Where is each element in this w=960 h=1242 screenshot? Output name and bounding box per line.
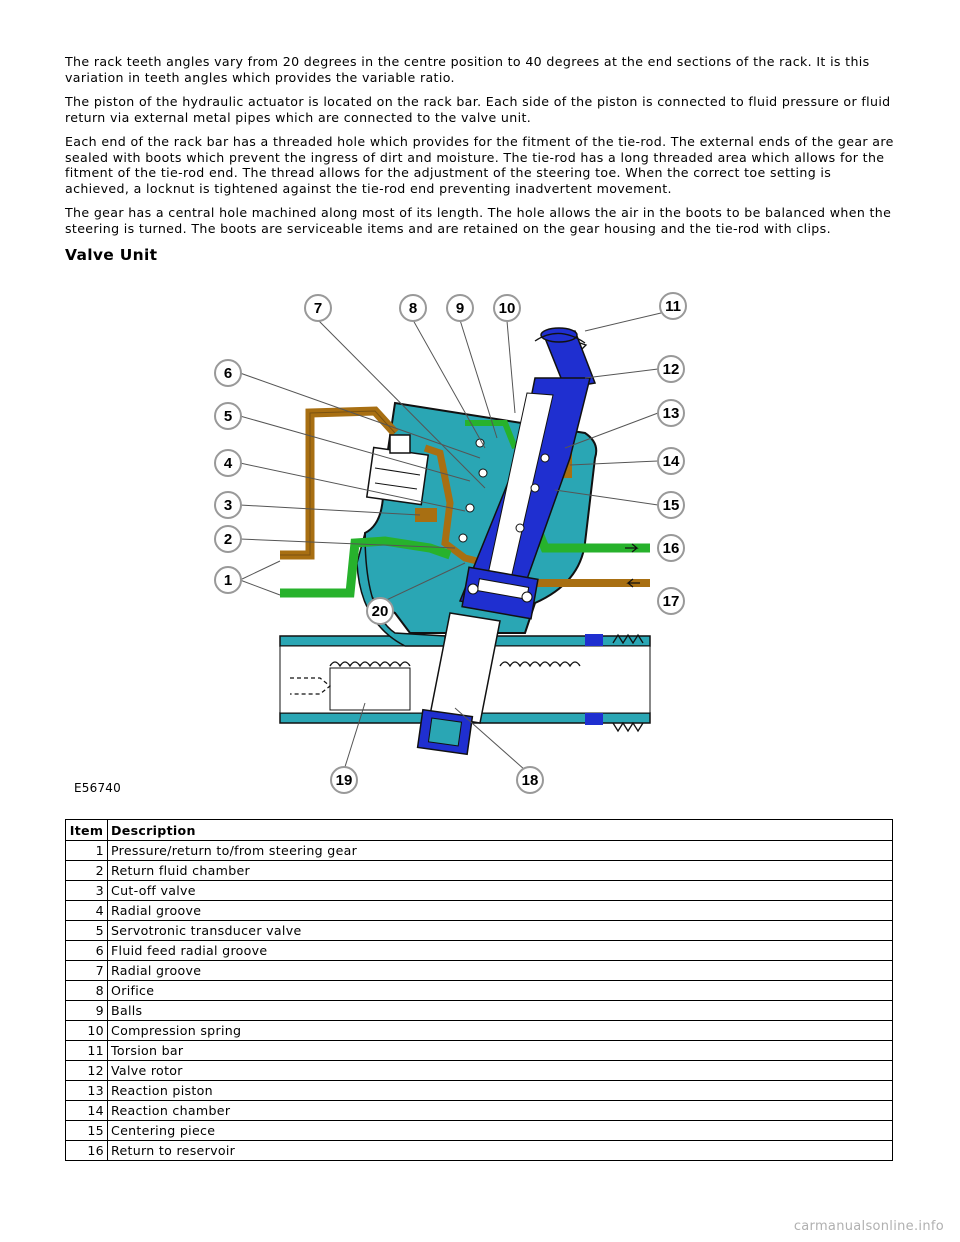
item-description: Pressure/return to/from steering gear bbox=[107, 840, 893, 861]
transducer bbox=[365, 434, 430, 506]
svg-text:19: 19 bbox=[336, 772, 353, 789]
svg-text:11: 11 bbox=[665, 298, 681, 315]
callout-badges: 1 2 3 4 5 6 7 8 9 10 11 12 13 14 15 16 1… bbox=[214, 292, 687, 794]
item-description: Valve rotor bbox=[107, 1060, 893, 1081]
item-description: Centering piece bbox=[107, 1120, 893, 1141]
figure-id: E56740 bbox=[74, 781, 121, 795]
item-description: Orifice bbox=[107, 980, 893, 1001]
item-number: 11 bbox=[65, 1040, 108, 1061]
item-description: Balls bbox=[107, 1000, 893, 1021]
item-number: 3 bbox=[65, 880, 108, 901]
item-description: Return fluid chamber bbox=[107, 860, 893, 881]
item-number: 8 bbox=[65, 980, 108, 1001]
watermark: carmanualsonline.info bbox=[793, 1219, 944, 1234]
item-description: Compression spring bbox=[107, 1020, 893, 1041]
item-description: Radial groove bbox=[107, 900, 893, 921]
svg-text:3: 3 bbox=[224, 497, 232, 514]
paragraph: The piston of the hydraulic actuator is … bbox=[65, 94, 891, 125]
body-text: The rack teeth angles vary from 20 degre… bbox=[65, 54, 895, 264]
section-heading: Valve Unit bbox=[65, 246, 158, 264]
item-description: Torsion bar bbox=[107, 1040, 893, 1061]
valve-rotor bbox=[416, 327, 597, 756]
item-description: Return to reservoir bbox=[107, 1140, 893, 1161]
svg-text:4: 4 bbox=[224, 455, 233, 472]
svg-text:10: 10 bbox=[499, 300, 516, 317]
svg-text:13: 13 bbox=[663, 405, 680, 422]
item-number: 10 bbox=[65, 1020, 108, 1041]
item-description: Cut-off valve bbox=[107, 880, 893, 901]
item-number: 1 bbox=[65, 840, 108, 861]
item-number: 2 bbox=[65, 860, 108, 881]
item-number: 15 bbox=[65, 1120, 108, 1141]
valve-unit-diagram: 1 2 3 4 5 6 7 8 9 10 11 12 13 14 15 16 1… bbox=[65, 283, 705, 803]
paragraph: The gear has a central hole machined alo… bbox=[65, 205, 892, 236]
svg-text:16: 16 bbox=[663, 540, 680, 557]
paragraph: Each end of the rack bar has a threaded … bbox=[65, 134, 894, 196]
svg-text:18: 18 bbox=[522, 772, 539, 789]
item-description: Fluid feed radial groove bbox=[107, 940, 893, 961]
item-number: 4 bbox=[65, 900, 108, 921]
item-description: Reaction chamber bbox=[107, 1100, 893, 1121]
valve-unit-illustration: 1 2 3 4 5 6 7 8 9 10 11 12 13 14 15 16 1… bbox=[214, 292, 687, 794]
item-number: 16 bbox=[65, 1140, 108, 1161]
svg-text:1: 1 bbox=[224, 572, 232, 589]
svg-text:8: 8 bbox=[409, 300, 417, 317]
item-description: Reaction piston bbox=[107, 1080, 893, 1101]
item-description: Radial groove bbox=[107, 960, 893, 981]
svg-text:5: 5 bbox=[224, 408, 232, 425]
svg-text:9: 9 bbox=[456, 300, 464, 317]
item-number: 7 bbox=[65, 960, 108, 981]
column-header-item: Item bbox=[65, 819, 108, 841]
svg-text:20: 20 bbox=[372, 603, 389, 620]
svg-text:2: 2 bbox=[224, 531, 232, 548]
svg-text:7: 7 bbox=[314, 300, 322, 317]
svg-text:14: 14 bbox=[663, 453, 680, 470]
item-number: 13 bbox=[65, 1080, 108, 1101]
item-number: 9 bbox=[65, 1000, 108, 1021]
item-description: Servotronic transducer valve bbox=[107, 920, 893, 941]
callouts bbox=[239, 312, 662, 771]
table-header-row: Item Description bbox=[65, 819, 893, 841]
item-number: 14 bbox=[65, 1100, 108, 1121]
svg-text:15: 15 bbox=[663, 497, 680, 514]
item-number: 6 bbox=[65, 940, 108, 961]
item-number: 5 bbox=[65, 920, 108, 941]
item-number: 12 bbox=[65, 1060, 108, 1081]
svg-text:12: 12 bbox=[663, 361, 680, 378]
column-header-description: Description bbox=[107, 819, 893, 841]
paragraph: The rack teeth angles vary from 20 degre… bbox=[65, 54, 870, 85]
svg-text:17: 17 bbox=[663, 593, 680, 610]
svg-text:6: 6 bbox=[224, 365, 232, 382]
